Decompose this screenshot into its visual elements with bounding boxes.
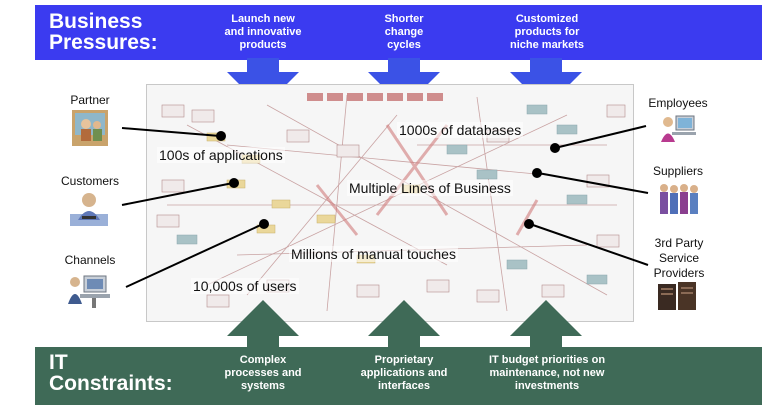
constraint-arrow-up-2	[368, 300, 440, 350]
pressure-arrow-down-3	[510, 58, 582, 108]
servers-icon	[658, 282, 696, 310]
customers-icon	[70, 193, 108, 226]
constraint-arrow-up-1	[227, 300, 299, 350]
business-pressures-title: Business Pressures:	[49, 10, 158, 54]
label-applications: 100s of applications	[157, 147, 285, 163]
architecture-map: 1000s of databases 100s of applications …	[146, 84, 634, 322]
label-lines-of-business: Multiple Lines of Business	[347, 180, 513, 196]
employees-icon	[661, 115, 696, 142]
employees-label: Employees	[648, 96, 708, 110]
partner-label: Partner	[70, 93, 110, 107]
label-databases: 1000s of databases	[397, 122, 524, 138]
label-manual-touches: Millions of manual touches	[289, 246, 458, 262]
channels-icon	[68, 275, 110, 308]
channels-label: Channels	[64, 253, 116, 267]
pressure-arrow-down-2	[368, 58, 440, 108]
partner-icon	[72, 110, 108, 146]
pressure-arrow-down-1	[227, 58, 299, 108]
suppliers-label: Suppliers	[652, 164, 704, 178]
constraint-arrow-up-3	[510, 300, 582, 350]
label-users: 10,000s of users	[191, 278, 299, 294]
suppliers-icon	[660, 184, 698, 214]
customers-label: Customers	[60, 174, 119, 188]
it-constraints-title: IT Constraints:	[49, 351, 173, 395]
